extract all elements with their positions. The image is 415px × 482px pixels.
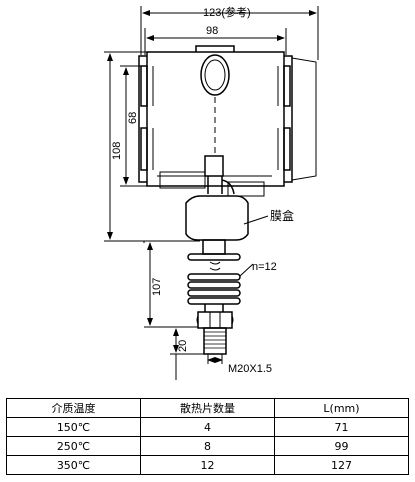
thread-spec-label: M20X1.5 <box>228 363 272 375</box>
dim-left-inner-text: 68 <box>127 112 139 124</box>
dim-left-inner: 68 <box>120 65 160 187</box>
technical-drawing: 123(参考) 98 108 68 <box>104 5 319 380</box>
table-row: 250℃ 8 99 <box>6 436 409 456</box>
dim-neck-length: 107 <box>143 241 198 328</box>
spec-table: 介质温度 散热片数量 L(mm) 150℃ 4 71 250℃ 8 99 350… <box>6 398 409 475</box>
hex-nut <box>196 311 234 329</box>
dim-top-overall: 123(参考) <box>140 5 319 60</box>
dim-top-overall-text: 123(参考) <box>203 5 251 19</box>
dim-top-inner-text: 98 <box>206 25 218 37</box>
cell-length: 99 <box>274 436 409 456</box>
cell-length: 71 <box>274 417 409 437</box>
cooling-fins <box>187 239 254 312</box>
dim-top-inner: 98 <box>144 25 287 55</box>
fin-count-label: n=12 <box>252 261 277 273</box>
cell-fin-count: 8 <box>140 436 275 456</box>
header-length: L(mm) <box>274 398 409 418</box>
cell-fin-count: 4 <box>140 417 275 437</box>
cell-temperature: 150℃ <box>6 417 141 437</box>
dim-thread-length-text: 20 <box>177 340 189 352</box>
table-header-row: 介质温度 散热片数量 L(mm) <box>6 398 409 418</box>
cell-fin-count: 12 <box>140 455 275 475</box>
cell-temperature: 350℃ <box>6 455 141 475</box>
dim-neck-length-text: 107 <box>151 278 163 296</box>
dim-thread-length: 20 <box>170 328 204 380</box>
housing-connector <box>204 155 235 195</box>
header-medium-temperature: 介质温度 <box>6 398 141 418</box>
table-row: 350℃ 12 127 <box>6 455 409 475</box>
transmitter-housing <box>138 45 317 197</box>
dim-left-outer-text: 108 <box>111 142 123 160</box>
table-row: 150℃ 4 71 <box>6 417 409 437</box>
cell-temperature: 250℃ <box>6 436 141 456</box>
header-fin-count: 散热片数量 <box>140 398 275 418</box>
diaphragm-box-label: 膜盒 <box>270 208 294 223</box>
cell-length: 127 <box>274 455 409 475</box>
diaphragm-capsule <box>185 195 269 241</box>
threaded-fitting <box>203 327 227 364</box>
